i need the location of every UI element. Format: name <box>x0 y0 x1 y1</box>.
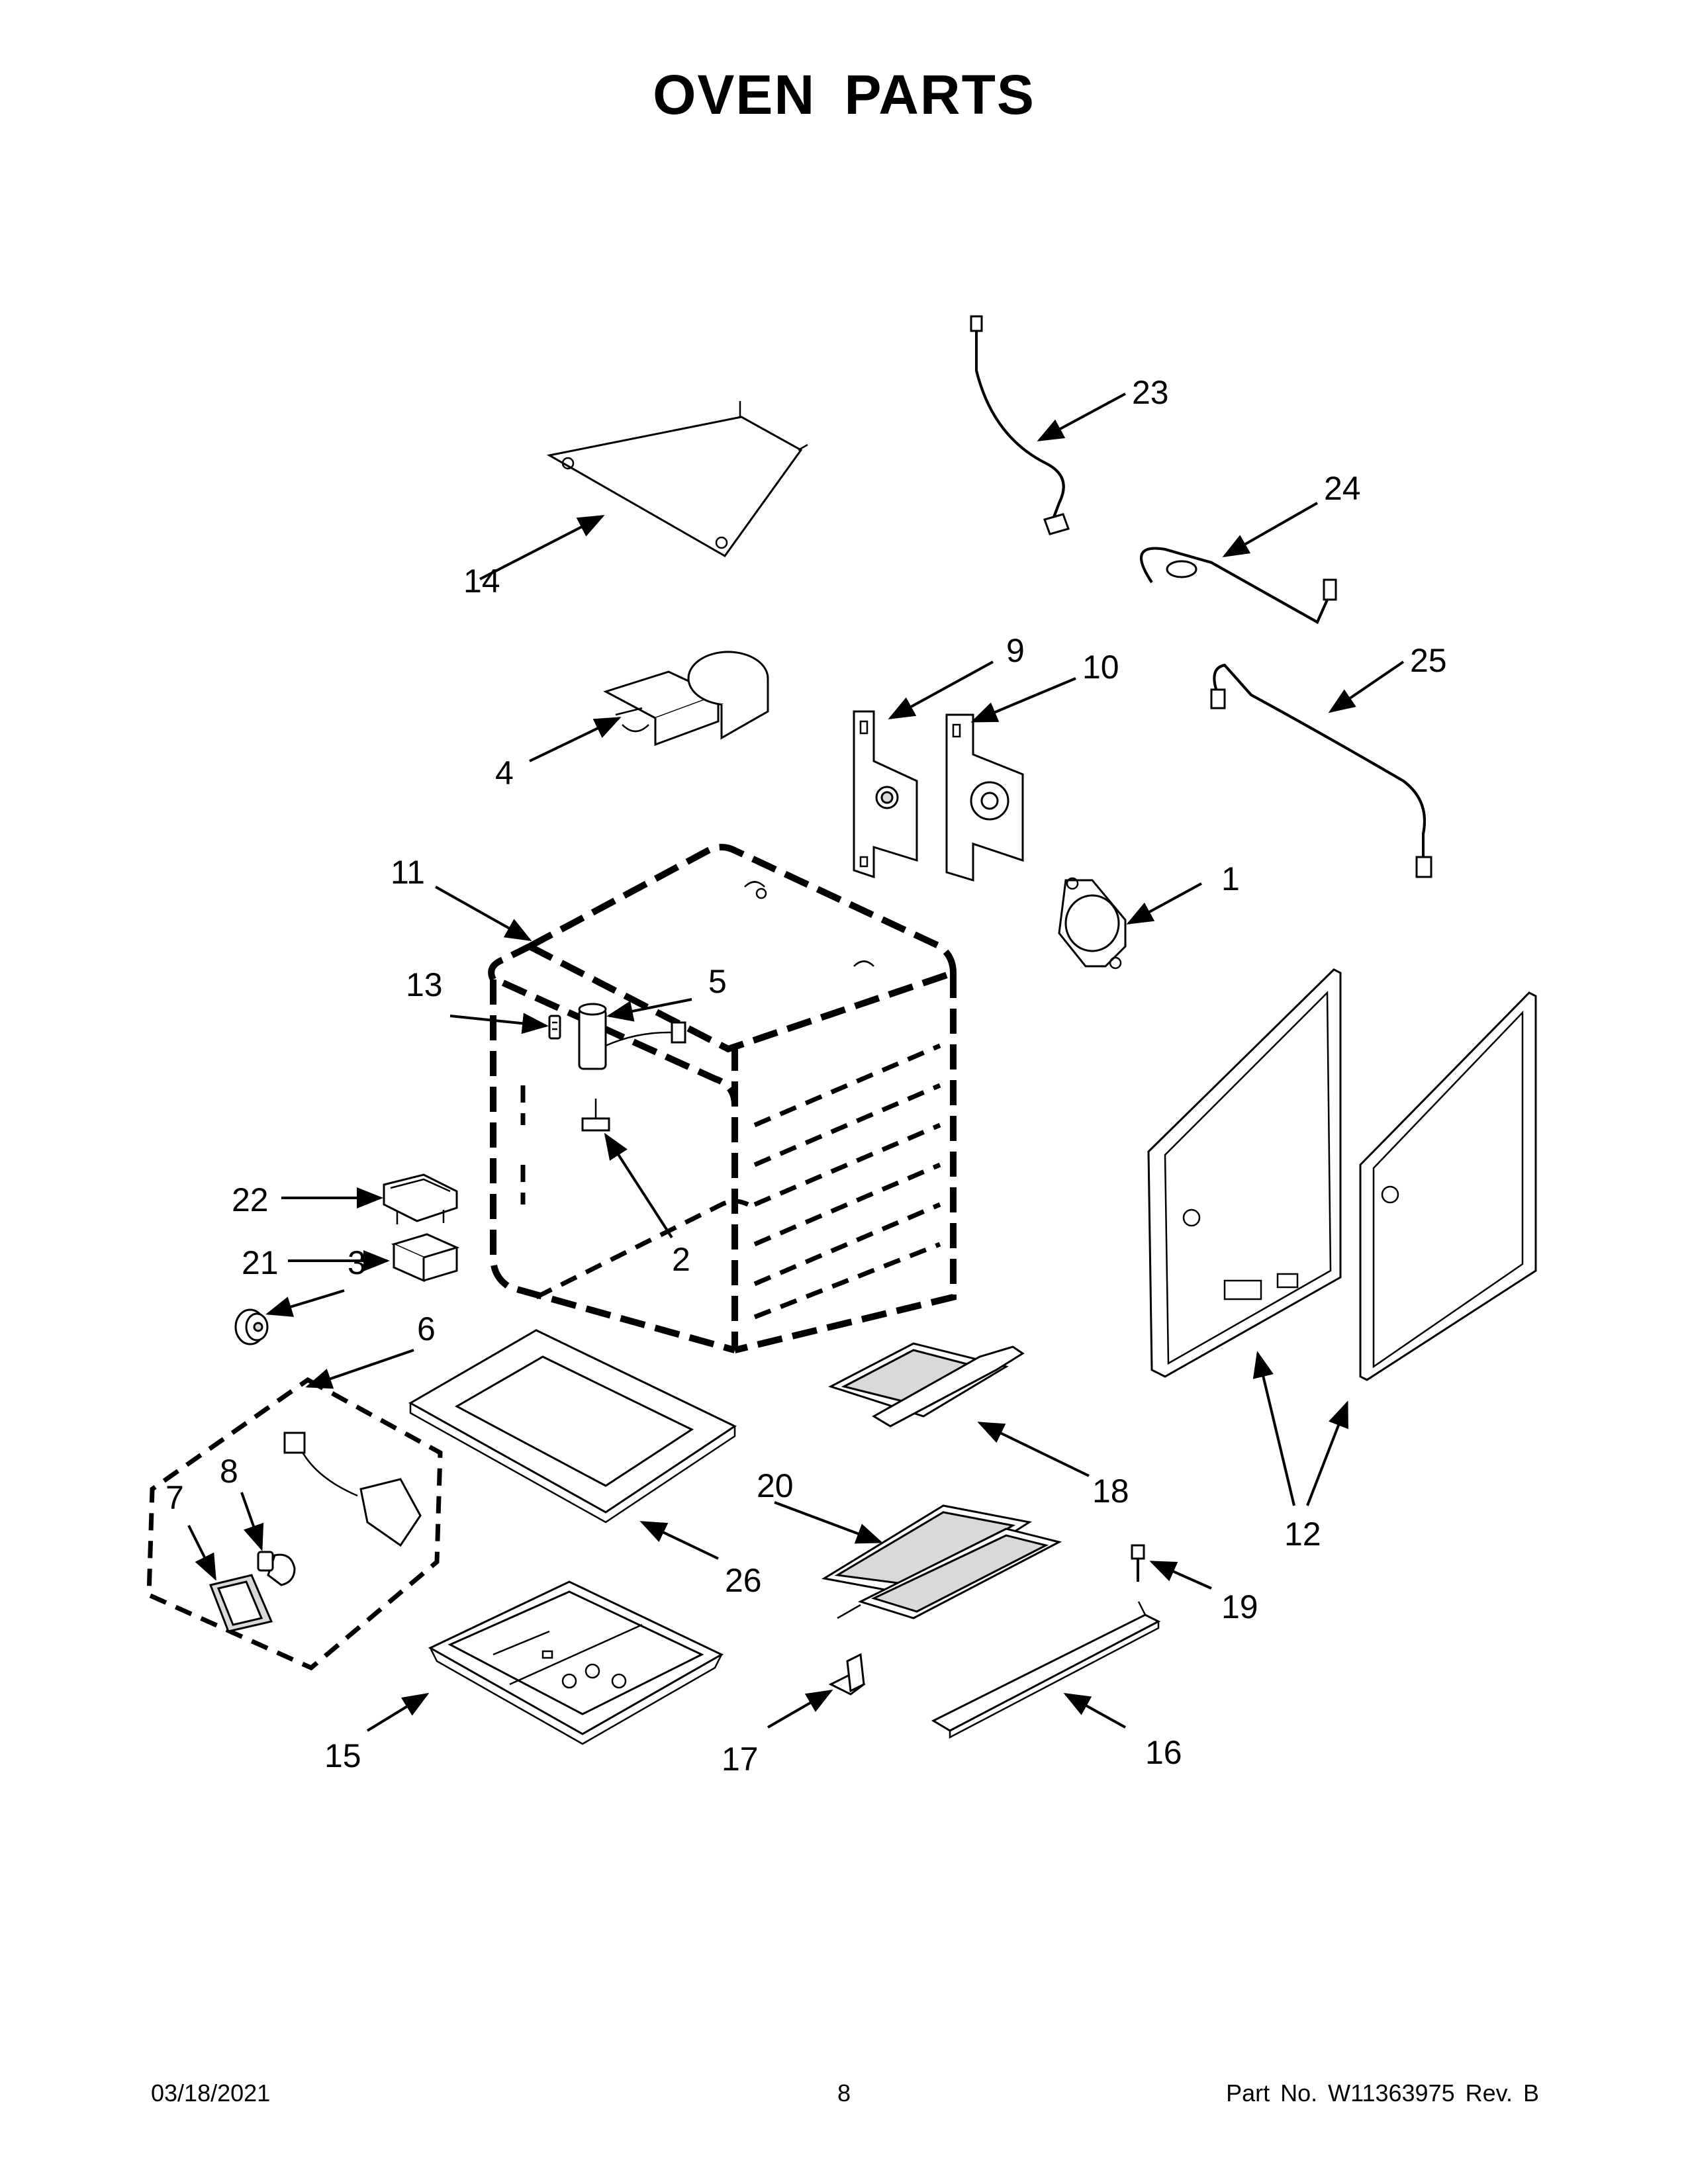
part-9-bracket <box>853 710 918 879</box>
callout-labels: 1 2 3 4 5 6 7 8 9 10 11 12 13 14 15 16 1… <box>165 374 1447 1778</box>
part-6-light-assembly <box>146 1377 443 1671</box>
part-25-tube <box>1210 663 1432 878</box>
leader-arrows <box>187 392 1405 1732</box>
callout-15: 15 <box>324 1737 361 1774</box>
part-18-burner <box>828 1342 1025 1428</box>
part-26-pan <box>408 1329 737 1524</box>
callout-24: 24 <box>1324 470 1361 507</box>
part-2-sensor <box>581 1099 610 1132</box>
callout-17: 17 <box>722 1741 759 1778</box>
footer-page-number: 8 <box>837 2079 851 2107</box>
part-22-box <box>383 1173 458 1224</box>
callout-3: 3 <box>348 1244 366 1281</box>
part-14-baffle <box>546 401 808 557</box>
part-15-drawer <box>428 1580 724 1745</box>
part-7-lens <box>209 1574 273 1633</box>
part-1-limit-switch <box>1058 877 1127 970</box>
footer-part-number: Part No. W11363975 Rev. B <box>1226 2079 1539 2107</box>
callout-1: 1 <box>1221 860 1240 897</box>
part-20-burner <box>821 1504 1062 1619</box>
callout-10: 10 <box>1082 649 1119 686</box>
part-16-rail <box>931 1601 1161 1739</box>
callout-26: 26 <box>725 1562 762 1599</box>
callout-4: 4 <box>495 754 514 792</box>
callout-21: 21 <box>242 1244 279 1281</box>
callout-16: 16 <box>1145 1734 1182 1771</box>
callout-19: 19 <box>1221 1588 1258 1625</box>
footer-date: 03/18/2021 <box>151 2079 271 2107</box>
part-13-screw <box>548 1015 561 1040</box>
light-housing <box>283 1432 422 1547</box>
callout-22: 22 <box>232 1181 269 1218</box>
callout-25: 25 <box>1410 642 1447 679</box>
part-5-igniter <box>578 1003 686 1070</box>
part-8-bulb <box>257 1551 296 1586</box>
callout-6: 6 <box>417 1310 436 1347</box>
part-21-block <box>391 1233 460 1283</box>
callout-23: 23 <box>1132 374 1169 411</box>
part-23-tube <box>970 315 1070 535</box>
part-3-grommet <box>234 1308 269 1345</box>
part-4-valve <box>603 651 769 747</box>
page-title: OVEN PARTS <box>653 64 1035 126</box>
callout-18: 18 <box>1092 1473 1129 1510</box>
callout-13: 13 <box>406 966 443 1003</box>
part-10-bracket <box>945 713 1024 882</box>
callout-20: 20 <box>757 1467 794 1504</box>
part-12-side-panels <box>1147 968 1537 1381</box>
part-24-burner-tube <box>1140 547 1337 624</box>
callout-2: 2 <box>672 1241 690 1278</box>
callout-14: 14 <box>463 563 500 600</box>
callout-12: 12 <box>1284 1516 1321 1553</box>
part-19-screw <box>1131 1544 1145 1582</box>
callout-8: 8 <box>220 1453 238 1490</box>
callout-5: 5 <box>708 963 727 1000</box>
callout-11: 11 <box>391 854 425 891</box>
callout-7: 7 <box>165 1479 184 1516</box>
callout-9: 9 <box>1006 632 1025 669</box>
part-17-clip <box>828 1653 866 1696</box>
part-11-oven-cavity <box>488 844 957 1353</box>
